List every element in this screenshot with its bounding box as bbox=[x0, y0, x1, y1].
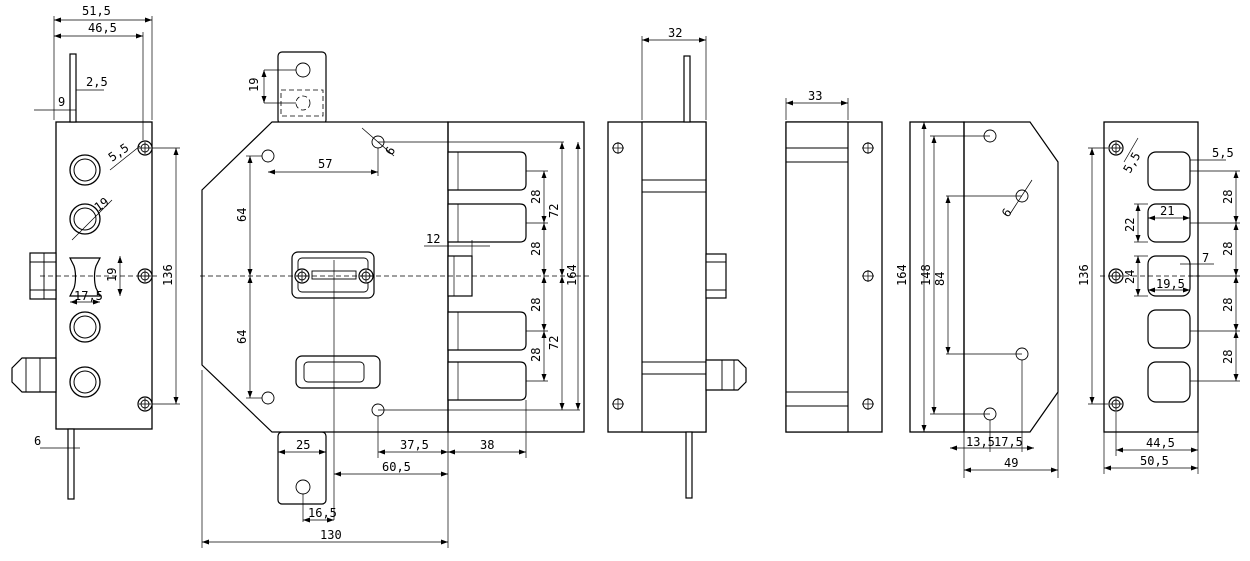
dim-f14: 50,5 bbox=[1140, 454, 1169, 468]
dim-d1: 33 bbox=[808, 89, 822, 103]
dim-b10: 28 bbox=[529, 298, 543, 312]
dim-a10: 6 bbox=[34, 434, 41, 448]
dim-a6: 19 bbox=[92, 195, 112, 215]
dim-f2: 5,5 bbox=[1212, 146, 1234, 160]
dim-b8: 28 bbox=[529, 242, 543, 256]
side-body bbox=[641, 121, 707, 433]
dim-e2: 148 bbox=[919, 264, 933, 286]
dim-f5: 22 bbox=[1123, 218, 1137, 232]
strike-plate-outline bbox=[1103, 121, 1199, 433]
dim-f10: 19,5 bbox=[1156, 277, 1185, 291]
dim-a5: 5,5 bbox=[106, 141, 132, 165]
bolts bbox=[447, 151, 527, 401]
view-strike-plate: 5,5 5,5 28 21 22 28 136 7 24 19,5 28 28 … bbox=[1077, 121, 1240, 474]
dim-a8: 17,5 bbox=[74, 289, 103, 303]
side-latch bbox=[705, 253, 727, 299]
dim-f12: 28 bbox=[1221, 350, 1235, 364]
dim-b5: 64 bbox=[235, 330, 249, 344]
dim-f13: 44,5 bbox=[1146, 436, 1175, 450]
dim-b1: 19 bbox=[247, 78, 261, 92]
handle-recess bbox=[295, 355, 381, 389]
dim-e6: 17,5 bbox=[994, 435, 1023, 449]
key-plate bbox=[291, 251, 375, 299]
dim-a2: 46,5 bbox=[88, 21, 117, 35]
dim-f8: 7 bbox=[1202, 251, 1209, 265]
bolt-hole-4 bbox=[69, 366, 101, 398]
dim-b19: 130 bbox=[320, 528, 342, 542]
dim-b16: 38 bbox=[480, 438, 494, 452]
cover-plate-outline bbox=[963, 121, 1059, 433]
dim-a9: 136 bbox=[161, 264, 175, 286]
dim-b4: 64 bbox=[235, 208, 249, 222]
dim-f3: 28 bbox=[1221, 190, 1235, 204]
view-cover-plate: 164 148 84 6 13,5 17,5 49 bbox=[895, 121, 1059, 478]
view-lock-body: 19 57 6 64 64 28 72 28 12 28 72 28 164 2… bbox=[200, 51, 590, 548]
dim-f1: 5,5 bbox=[1120, 150, 1143, 176]
dim-e5: 13,5 bbox=[966, 435, 995, 449]
dim-f11: 28 bbox=[1221, 298, 1235, 312]
dim-e3: 84 bbox=[933, 272, 947, 286]
bolt-hole-3 bbox=[69, 311, 101, 343]
dim-b7: 72 bbox=[547, 204, 561, 218]
dim-f9: 24 bbox=[1123, 270, 1137, 284]
view-side-profile: 32 bbox=[607, 26, 747, 499]
dim-b2: 57 bbox=[318, 157, 332, 171]
dim-f6: 28 bbox=[1221, 242, 1235, 256]
dim-b11: 72 bbox=[547, 336, 561, 350]
screw-top bbox=[137, 140, 153, 156]
dim-e1: 164 bbox=[895, 264, 909, 286]
dim-b12: 28 bbox=[529, 348, 543, 362]
view-rear-box: 33 bbox=[785, 89, 883, 433]
dim-b13: 164 bbox=[565, 264, 579, 286]
dim-f4: 21 bbox=[1160, 204, 1174, 218]
dim-b15: 37,5 bbox=[400, 438, 429, 452]
dim-a1: 51,5 bbox=[82, 4, 111, 18]
dim-a7: 19 bbox=[105, 268, 119, 282]
dim-b18: 16,5 bbox=[308, 506, 337, 520]
side-lever bbox=[705, 359, 747, 391]
dim-e7: 49 bbox=[1004, 456, 1018, 470]
latch-cutout bbox=[69, 257, 101, 297]
dim-b14: 25 bbox=[296, 438, 310, 452]
screw-bottom bbox=[137, 396, 153, 412]
rear-body bbox=[785, 121, 849, 433]
top-rod bbox=[69, 53, 77, 123]
dim-c1: 32 bbox=[668, 26, 682, 40]
dim-a3: 2,5 bbox=[86, 75, 108, 89]
lever-handle bbox=[11, 357, 57, 393]
dim-b9: 12 bbox=[426, 232, 440, 246]
view-front-plate: 51,5 46,5 2,5 9 5,5 19 19 17,5 136 6 bbox=[11, 4, 180, 500]
dim-f7: 136 bbox=[1077, 264, 1091, 286]
dim-b17: 60,5 bbox=[382, 460, 411, 474]
dim-a4: 9 bbox=[58, 95, 65, 109]
bottom-rod bbox=[67, 428, 75, 500]
dim-b6: 28 bbox=[529, 190, 543, 204]
bolt-hole-1 bbox=[69, 154, 101, 186]
